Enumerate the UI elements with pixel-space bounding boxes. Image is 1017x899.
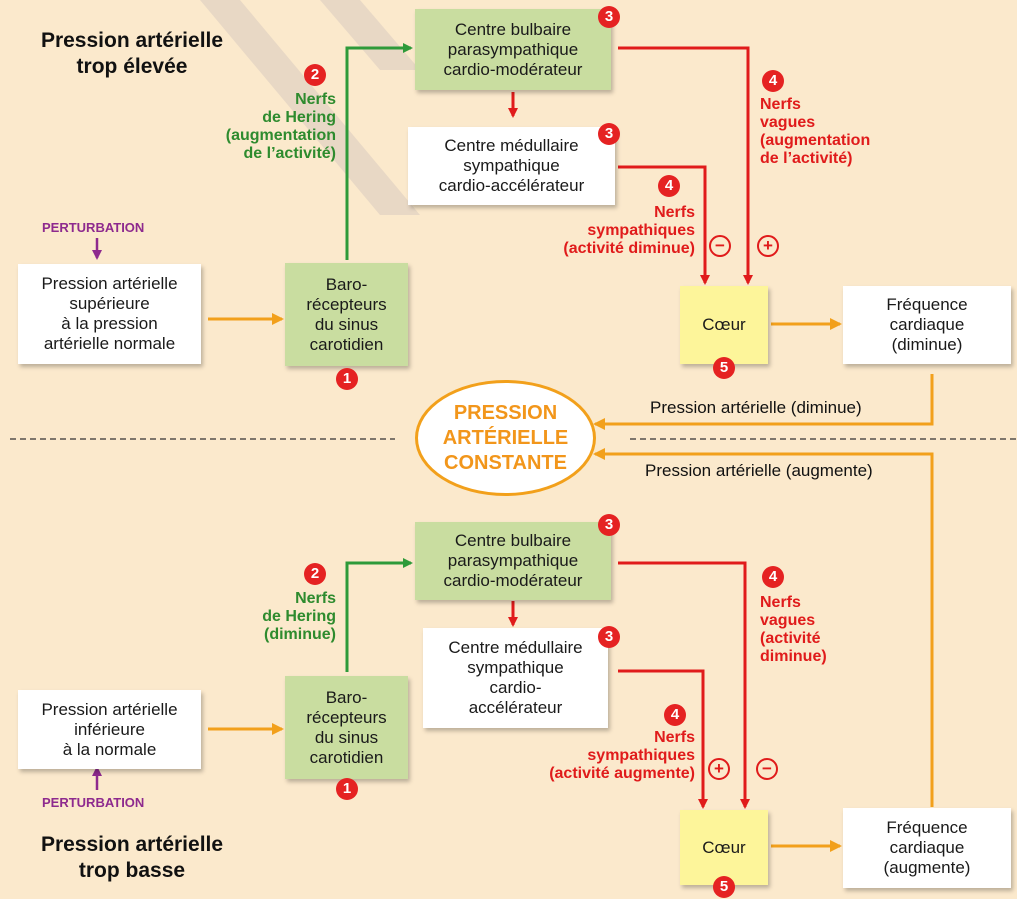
badge-5-bottom: 5 (713, 876, 735, 898)
badge-1-bottom: 1 (336, 778, 358, 800)
badge-5-top: 5 (713, 357, 735, 379)
badge-2-top: 2 (304, 64, 326, 86)
stimulus-box-top: Pression artérielle supérieure à la pres… (18, 264, 201, 364)
plus-sign-icon: + (757, 235, 779, 257)
minus-sign-icon: − (709, 235, 731, 257)
vagus-arrow (618, 561, 750, 809)
stimulus-box-bottom: Pression artérielle inférieure à la norm… (18, 690, 201, 769)
top-heading: Pression artérielle trop élevée (40, 29, 224, 78)
badge-3-bulbar-bottom: 3 (598, 514, 620, 536)
medullary-center-box-bottom: Centre médullaire sympathique cardio- ac… (423, 628, 608, 728)
baroreceptors-box-top: Baro- récepteurs du sinus carotidien (285, 263, 408, 366)
hering-nerves-label-bottom: Nerfs de Hering (diminue) (262, 590, 336, 643)
heart-rate-box-bottom: Fréquence cardiaque (augmente) (843, 808, 1011, 888)
hering-nerves-label-top: Nerfs de Hering (augmentation de l’activ… (225, 91, 336, 162)
badge-3-medullary-bottom: 3 (598, 626, 620, 648)
bulbar-center-box-bottom: Centre bulbaire parasympathique cardio-m… (415, 522, 611, 600)
badge-3-bulbar-top: 3 (598, 6, 620, 28)
heart-rate-box-top: Fréquence cardiaque (diminue) (843, 286, 1011, 364)
baroreceptors-box-bottom: Baro- récepteurs du sinus carotidien (285, 676, 408, 779)
pressure-feedback-arrow (593, 448, 934, 807)
pressure-feedback-arrow (593, 374, 934, 430)
bulbar-center-box-top: Centre bulbaire parasympathique cardio-m… (415, 9, 611, 90)
heart-box-top: Cœur (680, 286, 768, 364)
perturbation-label-bottom: PERTURBATION (42, 795, 145, 810)
medullary-center-box-top: Centre médullaire sympathique cardio-acc… (408, 127, 615, 205)
hering-arrow (345, 558, 413, 672)
watermark-stripe (200, 0, 420, 215)
pressure-increase-label: Pression artérielle (augmente) (645, 461, 873, 480)
plus-sign-icon: + (708, 758, 730, 780)
sympathetic-arrow (618, 165, 710, 285)
bottom-heading: Pression artérielle trop basse (40, 833, 224, 882)
sympathetic-nerves-label-bottom: Nerfs sympathiques (activité augmente) (549, 729, 695, 782)
vagus-nerves-label-top: Nerfs vagues (augmentation de l’activité… (760, 96, 871, 167)
perturbation-label-top: PERTURBATION (42, 220, 145, 235)
sympathetic-arrow (618, 669, 708, 809)
vagus-arrow (618, 46, 753, 285)
badge-4-vagus-bottom: 4 (762, 566, 784, 588)
watermark-stripe (320, 0, 420, 70)
badge-2-bottom: 2 (304, 563, 326, 585)
heart-box-bottom: Cœur (680, 810, 768, 885)
vagus-nerves-label-bottom: Nerfs vagues (activité diminue) (760, 594, 827, 665)
badge-4-vagus-top: 4 (762, 70, 784, 92)
badge-4-sympathetic-bottom: 4 (664, 704, 686, 726)
badge-3-medullary-top: 3 (598, 123, 620, 145)
hering-arrow (345, 43, 413, 260)
badge-1-top: 1 (336, 368, 358, 390)
constant-pressure-ellipse: PRESSION ARTÉRIELLE CONSTANTE (415, 380, 596, 496)
minus-sign-icon: − (756, 758, 778, 780)
pressure-decrease-label: Pression artérielle (diminue) (650, 398, 862, 417)
sympathetic-nerves-label-top: Nerfs sympathiques (activité diminue) (563, 204, 695, 257)
badge-4-sympathetic-top: 4 (658, 175, 680, 197)
